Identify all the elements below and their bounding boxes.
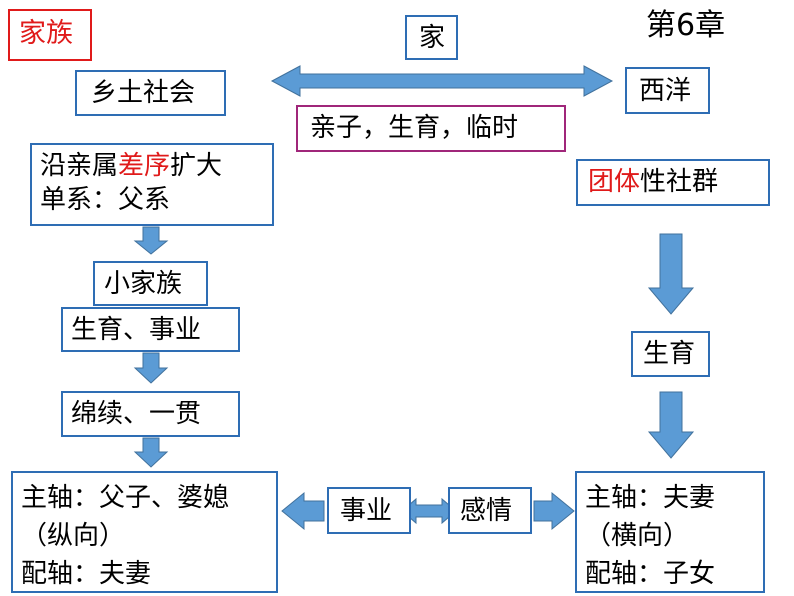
bottom-mid-right-text: 感情 xyxy=(460,496,513,526)
arrow-down-3 xyxy=(133,437,169,468)
arrow-left-bottom xyxy=(281,491,325,531)
left-step3-box: 绵续、一贯 xyxy=(61,391,240,437)
left-desc-post: 扩大 xyxy=(170,151,223,181)
left-final-line1: 主轴：父子、婆媳 xyxy=(21,483,230,513)
left-final-line2: （纵向） xyxy=(21,521,126,551)
left-header-text: 乡土社会 xyxy=(91,78,196,108)
left-step1-text: 小家族 xyxy=(104,269,183,299)
arrow-down-right-2 xyxy=(647,391,695,459)
bottom-mid-right-box: 感情 xyxy=(448,487,532,534)
left-step2-box: 生育、事业 xyxy=(61,307,240,352)
left-desc-line2: 单系：父系 xyxy=(40,185,171,215)
family-tag-text: 家族 xyxy=(19,18,73,49)
left-desc-pre: 沿亲属 xyxy=(40,151,119,181)
left-desc-line1: 沿亲属差序扩大 xyxy=(40,149,272,183)
right-desc-post: 性社群 xyxy=(640,167,719,197)
family-tag: 家族 xyxy=(8,9,92,61)
right-final-box: 主轴：夫妻 （横向） 配轴：子女 xyxy=(575,471,765,593)
bottom-mid-left-text: 事业 xyxy=(340,496,393,526)
right-final-line2: （横向） xyxy=(585,521,690,551)
arrow-down-2 xyxy=(133,352,169,384)
right-step1-box: 生育 xyxy=(631,331,710,377)
left-step1-box: 小家族 xyxy=(93,261,208,306)
center-top-box: 家 xyxy=(405,15,458,60)
left-header-box: 乡土社会 xyxy=(75,70,226,116)
center-sub-text: 亲子，生育，临时 xyxy=(310,113,519,143)
arrow-down-right-1 xyxy=(647,233,695,315)
right-desc-box: 团体性社群 xyxy=(576,159,770,206)
right-desc-red: 团体 xyxy=(588,167,641,197)
arrow-right-bottom xyxy=(533,491,575,531)
right-final-line3: 配轴：子女 xyxy=(585,559,716,589)
bottom-mid-left-box: 事业 xyxy=(327,487,411,534)
right-step1-text: 生育 xyxy=(643,339,696,369)
left-step2-text: 生育、事业 xyxy=(71,315,202,345)
left-final-box: 主轴：父子、婆媳 （纵向） 配轴：夫妻 xyxy=(11,471,278,593)
center-sub-box: 亲子，生育，临时 xyxy=(296,105,566,152)
left-step3-text: 绵续、一贯 xyxy=(71,399,202,429)
arrow-down-1 xyxy=(133,226,169,255)
double-arrow-top xyxy=(270,65,614,97)
center-top-text: 家 xyxy=(419,23,446,53)
right-header-text: 西洋 xyxy=(639,76,692,106)
left-desc-box: 沿亲属差序扩大 单系：父系 xyxy=(30,143,274,226)
right-final-line1: 主轴：夫妻 xyxy=(585,483,716,513)
left-desc-red: 差序 xyxy=(118,151,171,181)
left-final-line3: 配轴：夫妻 xyxy=(21,559,152,589)
right-header-box: 西洋 xyxy=(625,67,710,114)
chapter-label: 第6章 xyxy=(646,8,726,43)
